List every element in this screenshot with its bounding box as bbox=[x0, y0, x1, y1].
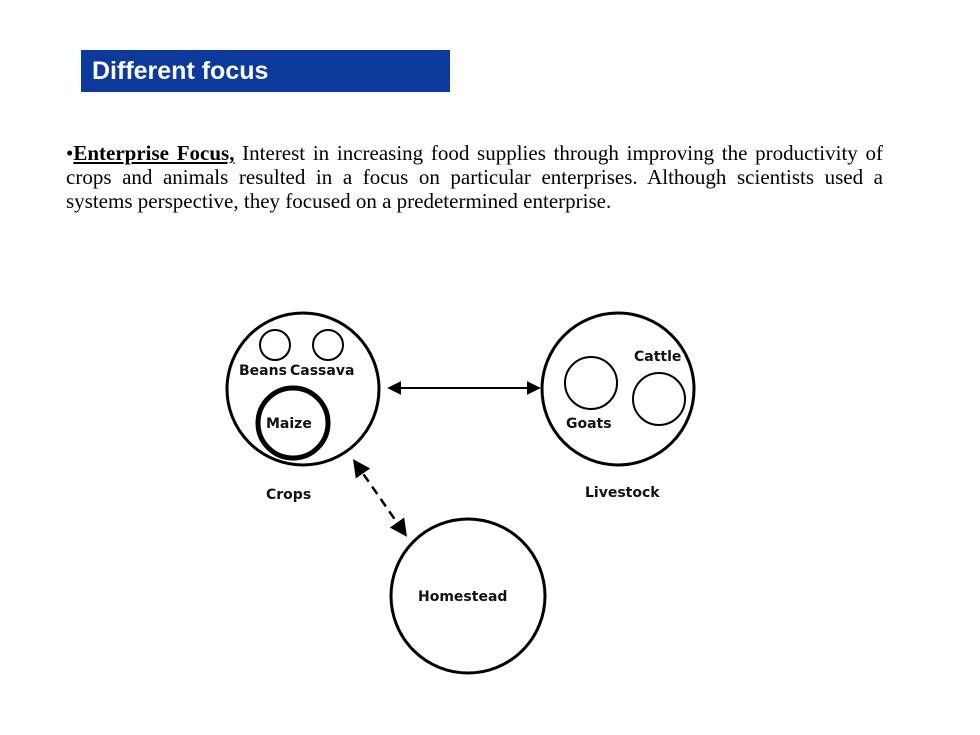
homestead-circle bbox=[389, 517, 547, 675]
livestock-group: Cattle Goats Livestock bbox=[540, 311, 696, 501]
crops-circle bbox=[225, 311, 381, 467]
homestead-group: Homestead bbox=[389, 517, 547, 675]
body-paragraph: •Enterprise Focus, Interest in increasin… bbox=[66, 141, 883, 213]
title-bar: Different focus bbox=[81, 50, 450, 92]
livestock-circle bbox=[540, 311, 696, 467]
homestead-label: Homestead bbox=[418, 589, 507, 605]
lead-term: Enterprise Focus, bbox=[73, 141, 235, 165]
cattle-circle bbox=[632, 372, 686, 426]
slide-title: Different focus bbox=[92, 57, 269, 85]
cassava-circle bbox=[312, 329, 344, 361]
beans-circle bbox=[259, 329, 291, 361]
cattle-label: Cattle bbox=[634, 349, 681, 365]
beans-label: Beans bbox=[239, 363, 287, 379]
goats-circle bbox=[564, 356, 618, 410]
crops-group: Beans Cassava Maize Crops bbox=[225, 311, 381, 503]
maize-label: Maize bbox=[266, 416, 312, 432]
crops-homestead-arrow bbox=[353, 459, 407, 537]
cassava-label: Cassava bbox=[290, 363, 354, 379]
bullet: • bbox=[66, 141, 74, 165]
livestock-label: Livestock bbox=[585, 485, 660, 501]
maize-circle bbox=[255, 385, 331, 461]
goats-label: Goats bbox=[566, 416, 612, 432]
paragraph-text: Interest in increasing food supplies thr… bbox=[66, 141, 883, 213]
crops-label: Crops bbox=[266, 487, 311, 503]
